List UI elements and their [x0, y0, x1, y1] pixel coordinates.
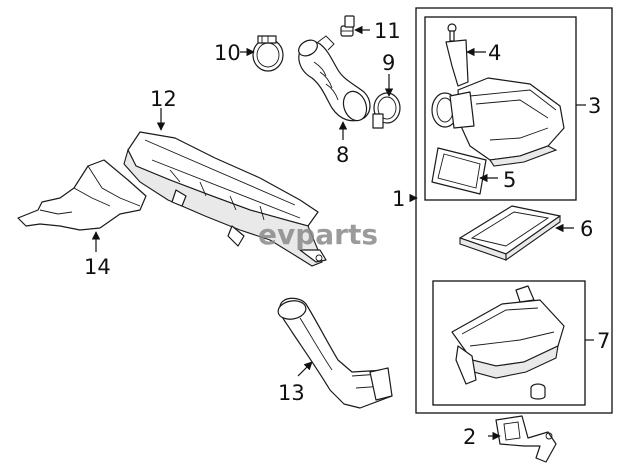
part-12-air-duct	[123, 131, 327, 267]
part-14-shield	[17, 159, 147, 231]
part-6-air-filter	[459, 205, 561, 262]
callout-14: 14	[84, 255, 111, 279]
part-5-gasket	[431, 147, 487, 195]
callout-5: 5	[503, 168, 516, 192]
part-7-air-cleaner-lower	[451, 285, 565, 400]
callout-6: 6	[580, 217, 593, 241]
assembly-box-1	[415, 7, 613, 414]
part-3-air-cleaner-upper	[431, 77, 565, 167]
part-8-intake-hose	[298, 35, 371, 122]
callout-11: 11	[374, 19, 401, 43]
callout-8: 8	[336, 143, 349, 167]
callout-7: 7	[597, 329, 610, 353]
callout-9: 9	[382, 51, 395, 75]
callout-12: 12	[150, 87, 177, 111]
part-11-sensor	[340, 15, 355, 37]
part-10-clamp	[252, 35, 284, 72]
watermark-logo: evparts	[258, 218, 378, 251]
callout-4: 4	[488, 41, 501, 65]
subassembly-box-3	[424, 16, 577, 201]
callout-13: 13	[278, 381, 305, 405]
subassembly-box-7	[432, 280, 586, 406]
part-9-clamp	[372, 92, 401, 129]
callout-10: 10	[214, 41, 241, 65]
callout-2: 2	[463, 425, 476, 449]
callout-3: 3	[588, 94, 601, 118]
part-13-intake-duct	[277, 297, 393, 409]
part-2-bracket	[495, 415, 557, 463]
leader-lines	[91, 25, 594, 441]
part-4-sensor	[445, 23, 469, 87]
callout-1: 1	[392, 187, 405, 211]
